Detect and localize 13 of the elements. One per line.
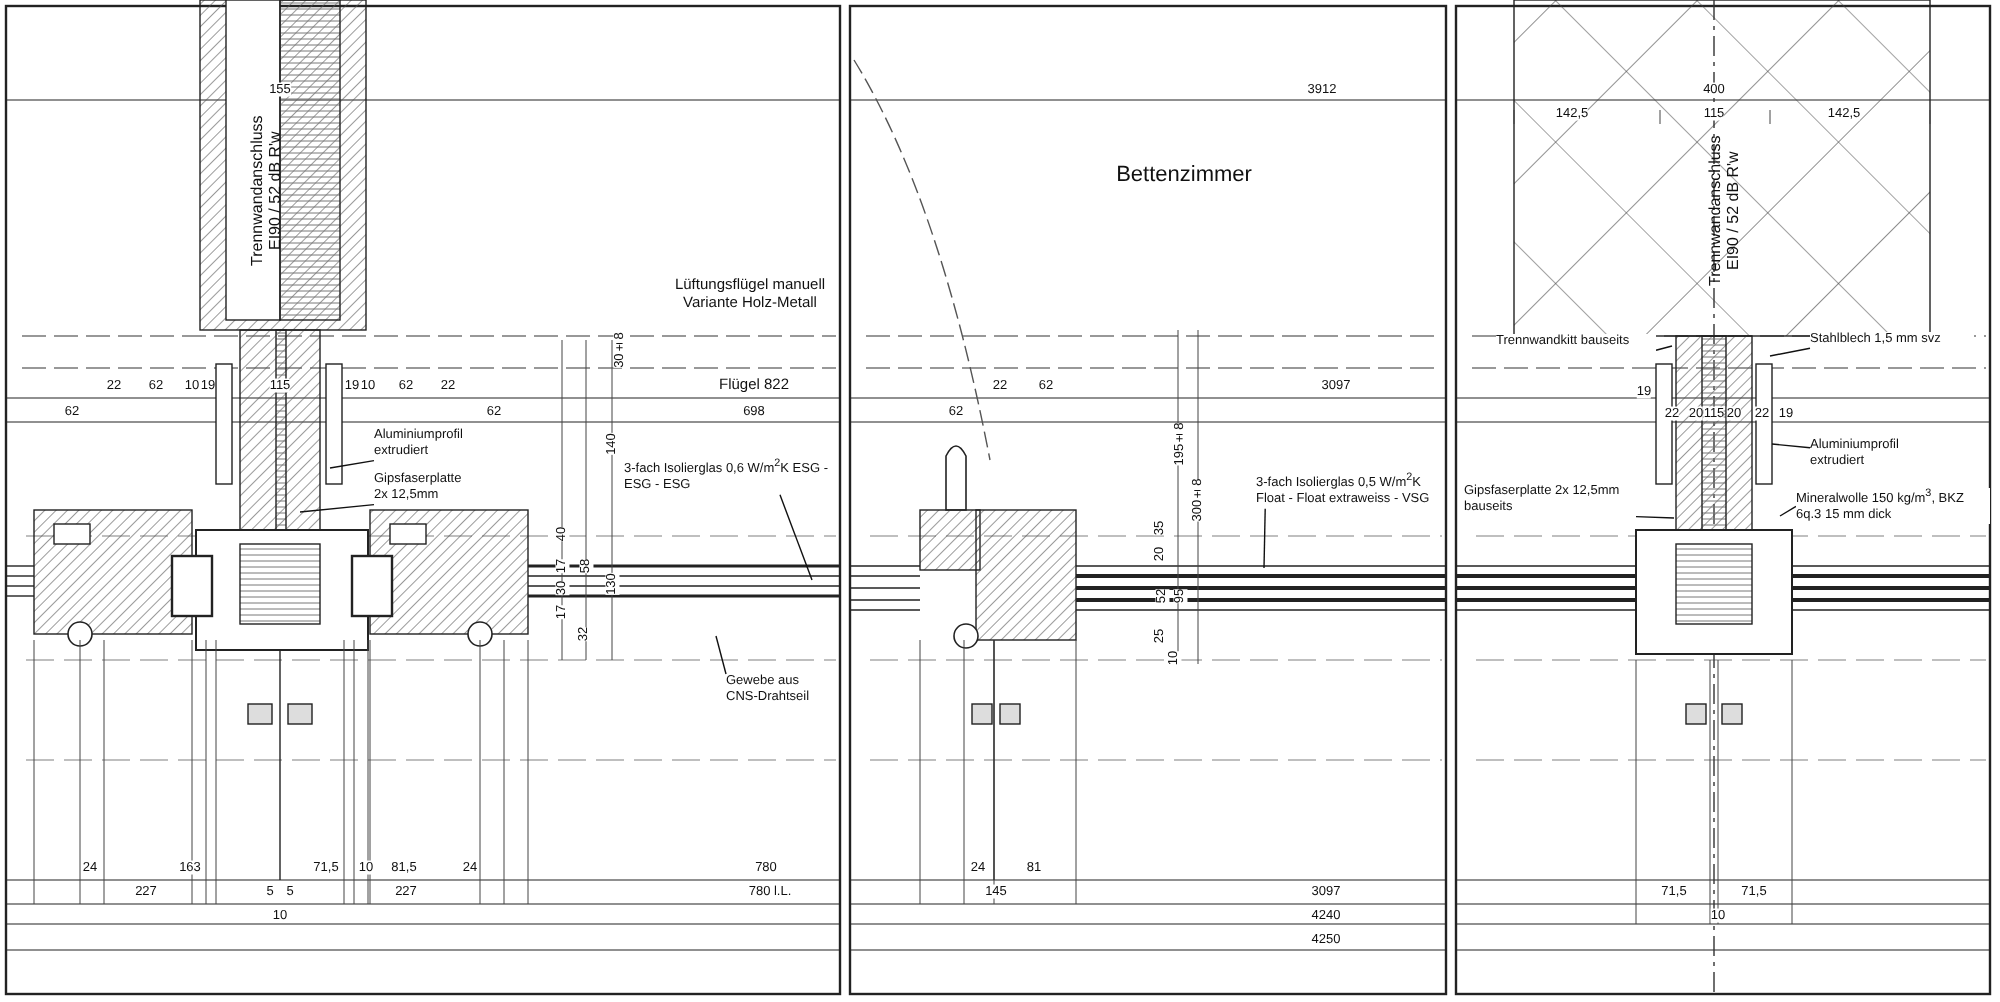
leader-line	[779, 494, 813, 581]
room-label: Bettenzimmer	[1116, 163, 1252, 189]
leader-line	[1655, 345, 1673, 351]
leader-line	[1635, 515, 1675, 519]
leader-line	[1769, 347, 1811, 357]
leader-line	[1771, 443, 1811, 449]
leader-line	[299, 503, 375, 513]
leader-line	[329, 459, 375, 469]
wall-label: Trennwandanschluss EI90 / 52 dB R'w	[247, 112, 285, 270]
leader-line	[1263, 508, 1266, 569]
wall-label: Trennwandanschluss EI90 / 52 dB R'w	[1705, 132, 1743, 290]
leader-line	[715, 635, 727, 675]
leader-line	[1779, 505, 1797, 517]
